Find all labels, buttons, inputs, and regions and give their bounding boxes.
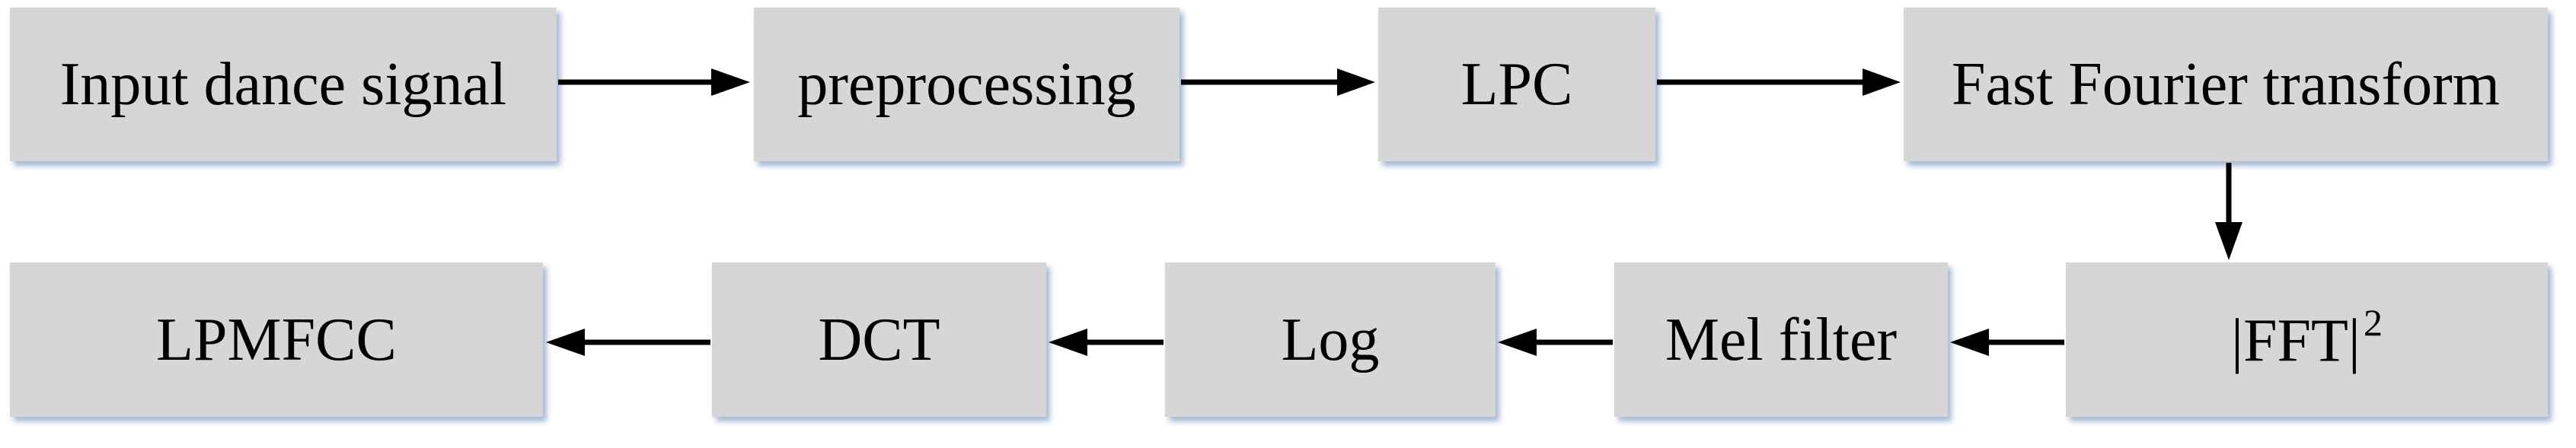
arrowhead-fft-to-fft-power: [2215, 222, 2242, 260]
log-box: Log: [1165, 262, 1495, 417]
lpmfcc-label: LPMFCC: [156, 306, 397, 373]
lpc-label: LPC: [1460, 51, 1573, 118]
fft-power-exponent: 2: [2363, 300, 2383, 344]
lpc-box: LPC: [1378, 8, 1655, 161]
lpmfcc-box: LPMFCC: [10, 262, 543, 417]
arrowhead-input-to-preprocessing: [711, 68, 750, 96]
preprocessing-box: preprocessing: [754, 8, 1179, 161]
log-label: Log: [1281, 306, 1380, 373]
fft-power-text: |FFT|: [2231, 307, 2361, 375]
dct-label: DCT: [818, 306, 940, 373]
input-dance-signal-label: Input dance signal: [59, 51, 507, 118]
fft-power-box: |FFT|2: [2066, 262, 2548, 417]
fast-fourier-transform-label: Fast Fourier transform: [1952, 51, 2500, 118]
arrowhead-preprocessing-to-lpc: [1337, 68, 1375, 96]
fast-fourier-transform-box: Fast Fourier transform: [1904, 8, 2548, 161]
arrowhead-dct-to-lpmfcc: [546, 329, 585, 356]
dct-box: DCT: [712, 262, 1046, 417]
arrowhead-fft-power-to-mel: [1950, 329, 1989, 356]
input-dance-signal-box: Input dance signal: [10, 8, 557, 161]
fft-power-label: |FFT|2: [2231, 303, 2383, 375]
arrowhead-lpc-to-fft: [1863, 68, 1901, 96]
preprocessing-label: preprocessing: [797, 51, 1136, 118]
mel-filter-label: Mel filter: [1665, 306, 1898, 373]
arrowhead-mel-to-log: [1498, 329, 1537, 356]
arrowhead-log-to-dct: [1049, 329, 1087, 356]
mel-filter-box: Mel filter: [1614, 262, 1948, 417]
